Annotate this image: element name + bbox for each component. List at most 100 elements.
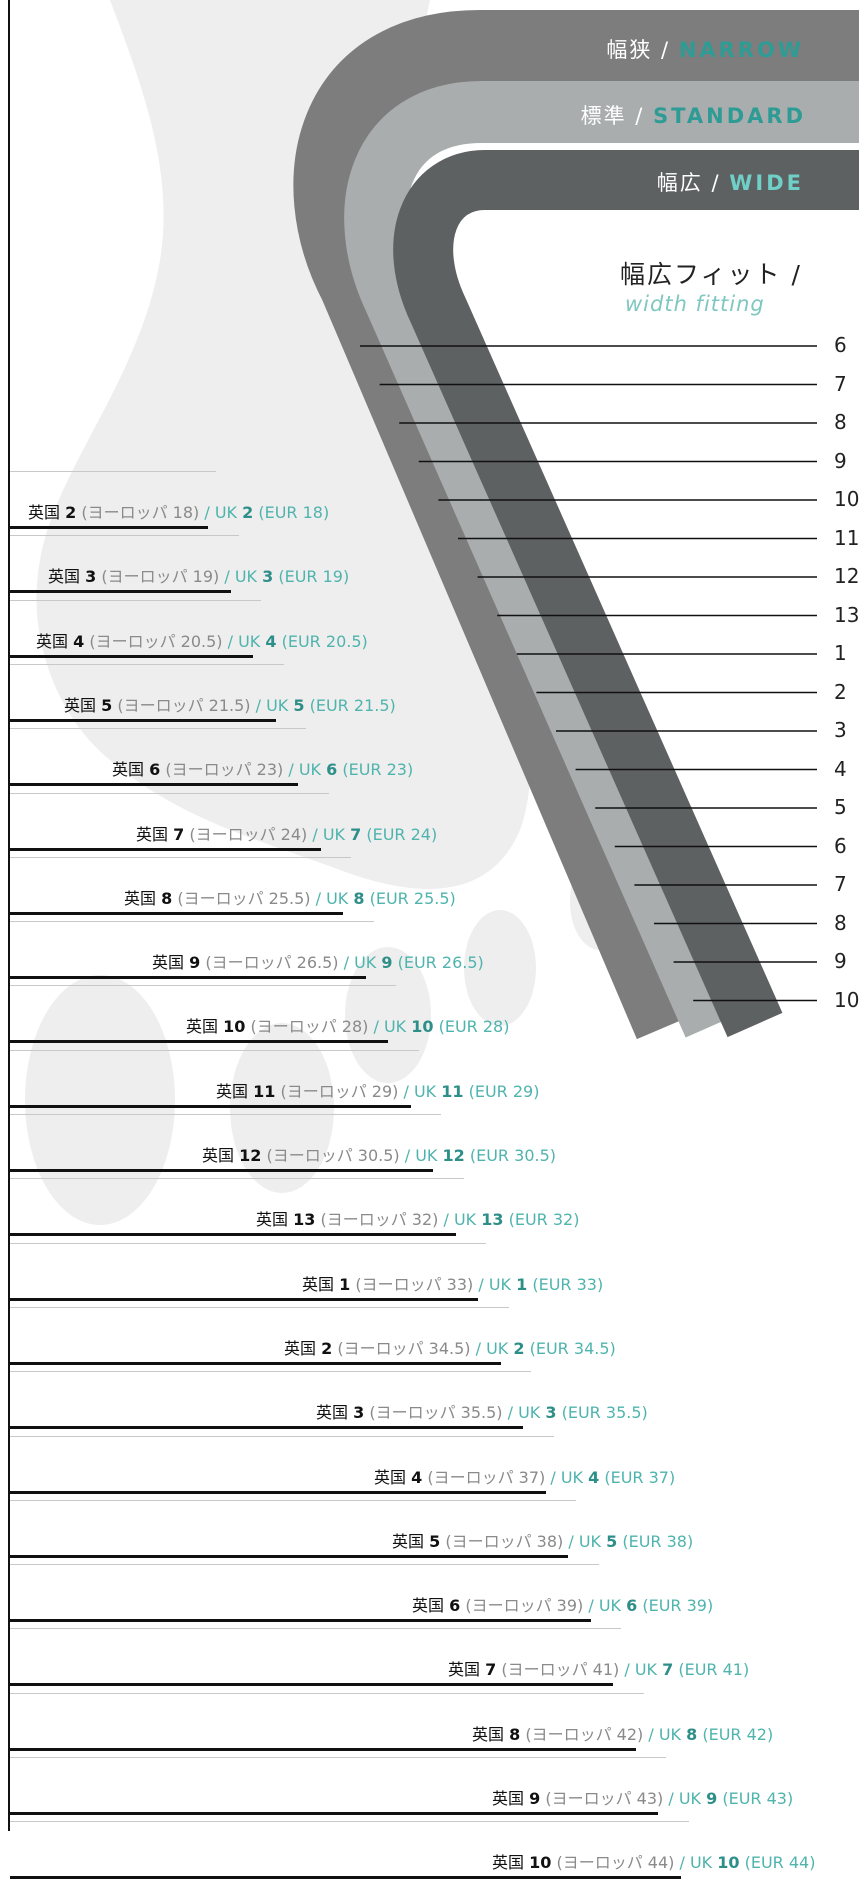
band-narrow-sep: / bbox=[652, 38, 679, 62]
size-row-rule-thin bbox=[10, 471, 216, 472]
size-row-eur-jp: (ヨーロッパ 24) bbox=[184, 824, 308, 844]
size-row-rule-thin bbox=[10, 1435, 554, 1437]
size-row-uk-number: 8 bbox=[161, 888, 173, 908]
size-row-rule-thin bbox=[10, 985, 396, 987]
band-standard-sep: / bbox=[626, 104, 654, 128]
size-row-uk-number: 6 bbox=[149, 760, 161, 780]
size-row-rule-thin bbox=[10, 792, 329, 794]
right-size-number: 8 bbox=[834, 910, 847, 935]
size-row-uk-number: 6 bbox=[449, 1596, 461, 1616]
size-row-rule bbox=[10, 1876, 681, 1879]
size-row-rule bbox=[10, 1747, 636, 1751]
size-row-uk-prefix: / UK bbox=[368, 1017, 412, 1037]
size-row-uk-eur: (EUR 30.5) bbox=[464, 1146, 556, 1165]
size-row: 英国 13 (ヨーロッパ 32) / UK 13 (EUR 32) bbox=[256, 1206, 579, 1230]
right-size-number: 13 bbox=[834, 602, 859, 627]
size-row-rule bbox=[10, 1490, 546, 1494]
size-row-uk-prefix: / UK bbox=[619, 1660, 663, 1680]
size-row-uk-eur: (EUR 21.5) bbox=[304, 695, 396, 715]
size-row-rule bbox=[10, 1040, 388, 1044]
band-label-standard: 標準 / STANDARD bbox=[581, 100, 806, 130]
size-row-uk-number-en: 9 bbox=[706, 1789, 718, 1808]
size-row-eur-jp: (ヨーロッパ 20.5) bbox=[84, 631, 223, 651]
size-row: 英国 6 (ヨーロッパ 23) / UK 6 (EUR 23) bbox=[112, 756, 413, 780]
size-row: 英国 2 (ヨーロッパ 18) / UK 2 (EUR 18) bbox=[28, 499, 329, 523]
size-row-uk-number: 7 bbox=[173, 824, 185, 844]
band-standard-en: STANDARD bbox=[653, 104, 806, 128]
size-row-uk-number-en: 9 bbox=[381, 953, 393, 973]
size-row-uk-number-en: 2 bbox=[513, 1338, 525, 1358]
size-row-uk-number: 4 bbox=[73, 631, 85, 651]
size-row-rule-thin bbox=[10, 1628, 621, 1630]
size-row-uk-number: 8 bbox=[509, 1724, 521, 1744]
size-row-eur-jp: (ヨーロッパ 23) bbox=[160, 760, 284, 780]
size-row-uk-number-en: 2 bbox=[242, 503, 254, 522]
size-row-uk-number: 5 bbox=[101, 695, 113, 715]
toe-2 bbox=[230, 1023, 334, 1193]
toe-4 bbox=[464, 910, 536, 1026]
size-row-uk-prefix: / UK bbox=[310, 888, 354, 908]
size-row: 英国 9 (ヨーロッパ 43) / UK 9 (EUR 43) bbox=[492, 1785, 793, 1809]
size-row-jp-prefix: 英国 bbox=[302, 1274, 340, 1294]
right-size-number: 4 bbox=[834, 756, 847, 781]
size-row-eur-jp: (ヨーロッパ 25.5) bbox=[172, 888, 311, 908]
size-row-rule bbox=[10, 1619, 591, 1623]
size-row-rule-thin bbox=[10, 856, 351, 858]
right-size-number: 11 bbox=[834, 525, 859, 550]
size-row-jp-prefix: 英国 bbox=[492, 1853, 530, 1873]
size-row-jp-prefix: 英国 bbox=[152, 953, 190, 973]
size-row: 英国 5 (ヨーロッパ 38) / UK 5 (EUR 38) bbox=[392, 1528, 693, 1552]
size-row: 英国 5 (ヨーロッパ 21.5) / UK 5 (EUR 21.5) bbox=[64, 692, 396, 716]
size-row: 英国 10 (ヨーロッパ 44) / UK 10 (EUR 44) bbox=[492, 1849, 815, 1873]
size-row-eur-jp: (ヨーロッパ 35.5) bbox=[364, 1403, 503, 1423]
band-narrow-en: NARROW bbox=[678, 38, 804, 62]
size-row-uk-number-en: 6 bbox=[626, 1596, 638, 1616]
size-row-uk-number: 10 bbox=[529, 1853, 552, 1873]
size-row: 英国 7 (ヨーロッパ 41) / UK 7 (EUR 41) bbox=[448, 1656, 749, 1680]
band-standard bbox=[344, 81, 859, 1038]
size-row: 英国 12 (ヨーロッパ 30.5) / UK 12 (EUR 30.5) bbox=[202, 1142, 556, 1166]
size-row: 英国 8 (ヨーロッパ 25.5) / UK 8 (EUR 25.5) bbox=[124, 885, 456, 909]
size-row-rule-thin bbox=[10, 663, 284, 665]
size-row-uk-eur: (EUR 23) bbox=[337, 760, 414, 780]
right-size-number: 6 bbox=[834, 333, 847, 357]
size-row-rule-thin bbox=[10, 1499, 576, 1501]
band-wide-sep: / bbox=[702, 171, 730, 195]
size-row-uk-prefix: / UK bbox=[583, 1596, 627, 1616]
size-row-rule-thin bbox=[10, 1757, 666, 1758]
size-row-uk-number-en: 3 bbox=[545, 1403, 557, 1423]
size-row-uk-number-en: 7 bbox=[350, 824, 362, 844]
toe-1 bbox=[25, 975, 175, 1225]
size-row-jp-prefix: 英国 bbox=[492, 1789, 530, 1808]
size-row-rule bbox=[10, 783, 298, 787]
size-row-rule-thin bbox=[10, 1242, 486, 1244]
right-size-number: 7 bbox=[834, 371, 847, 396]
size-row-rule bbox=[10, 976, 366, 980]
size-row-eur-jp: (ヨーロッパ 37) bbox=[422, 1467, 546, 1487]
size-row-eur-jp: (ヨーロッパ 26.5) bbox=[200, 953, 339, 973]
size-row-uk-number-en: 6 bbox=[326, 760, 338, 780]
size-row-uk-prefix: / UK bbox=[470, 1338, 514, 1358]
size-row-uk-eur: (EUR 29) bbox=[463, 1081, 540, 1101]
size-row-uk-number: 2 bbox=[321, 1338, 333, 1358]
size-row-uk-number-en: 12 bbox=[442, 1146, 465, 1165]
size-row-eur-jp: (ヨーロッパ 34.5) bbox=[332, 1338, 471, 1358]
size-row-uk-number-en: 1 bbox=[516, 1274, 528, 1294]
band-standard-jp: 標準 bbox=[580, 104, 627, 128]
size-row-eur-jp: (ヨーロッパ 29) bbox=[275, 1081, 399, 1101]
band-label-wide: 幅広 / WIDE bbox=[657, 167, 804, 197]
size-row-uk-prefix: / UK bbox=[250, 695, 294, 715]
size-row-rule bbox=[10, 1812, 658, 1815]
size-row-uk-number-en: 7 bbox=[662, 1660, 674, 1680]
size-row-jp-prefix: 英国 bbox=[316, 1403, 354, 1423]
size-row-eur-jp: (ヨーロッパ 28) bbox=[245, 1017, 369, 1037]
size-row-uk-eur: (EUR 38) bbox=[617, 1531, 694, 1551]
size-row-uk-eur: (EUR 44) bbox=[739, 1853, 816, 1873]
size-row-rule bbox=[10, 1683, 613, 1687]
left-border-rule bbox=[8, 0, 10, 1831]
size-row-uk-eur: (EUR 34.5) bbox=[524, 1338, 616, 1358]
size-row-uk-number-en: 3 bbox=[262, 567, 274, 587]
size-row-uk-eur: (EUR 19) bbox=[273, 567, 350, 587]
size-row-rule-thin bbox=[10, 1371, 531, 1373]
size-row-eur-jp: (ヨーロッパ 41) bbox=[496, 1660, 620, 1680]
